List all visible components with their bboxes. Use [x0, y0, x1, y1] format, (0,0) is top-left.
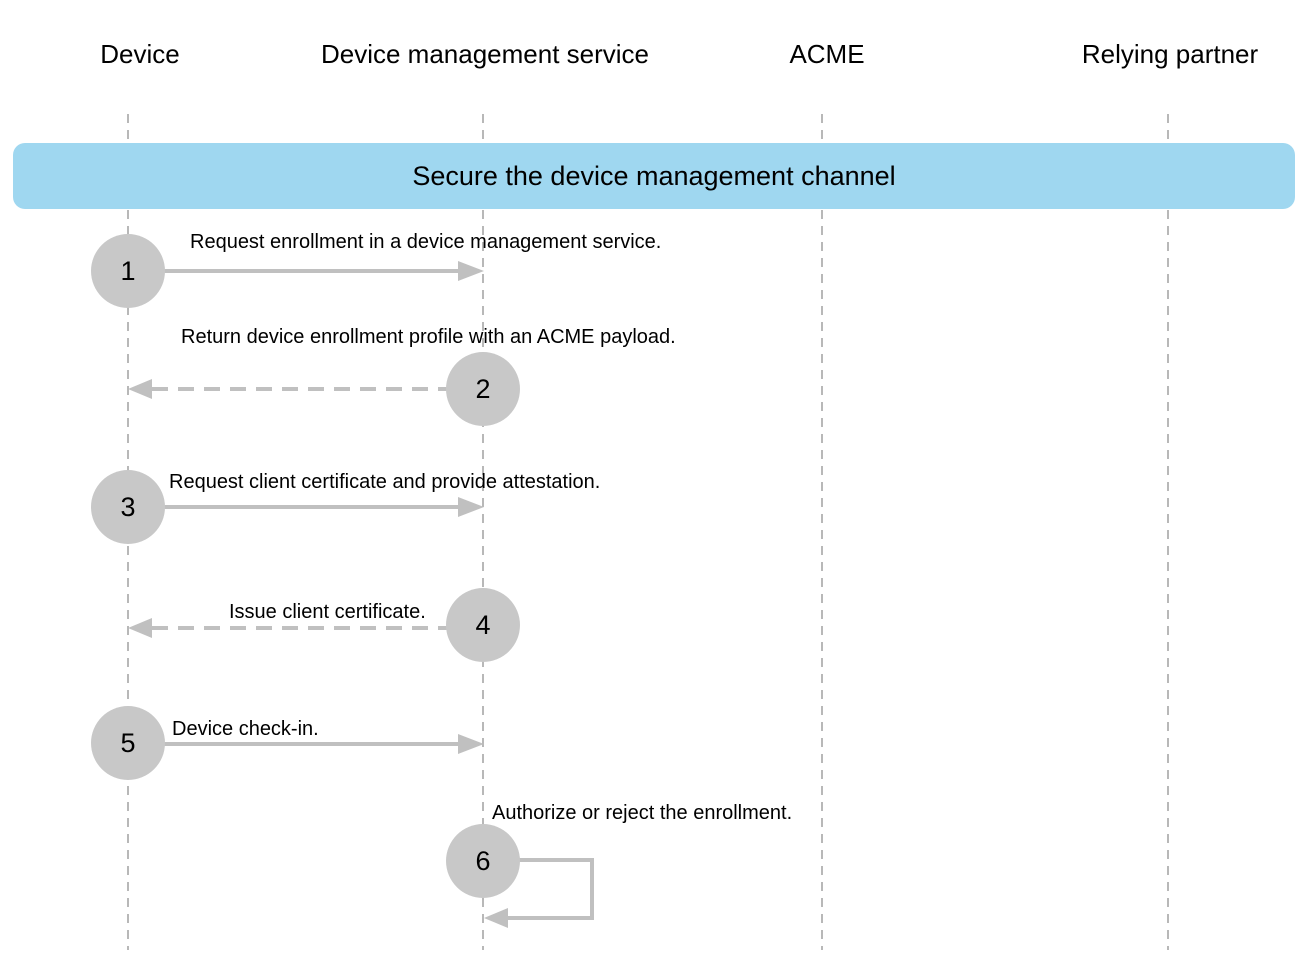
arrowhead-step-5: [458, 734, 484, 754]
message-label-step-1: Request enrollment in a device managemen…: [190, 231, 662, 253]
arrowhead-step-4: [128, 618, 152, 638]
arrow-step-6: [508, 858, 594, 920]
lane-title-device: Device: [100, 38, 180, 69]
message-label-step-5: Device check-in.: [172, 718, 319, 740]
arrowhead-step-2: [128, 379, 152, 399]
arrowhead-step-3: [458, 497, 484, 517]
phase-banner: Secure the device management channel: [13, 143, 1295, 209]
step-badge-5: 5: [91, 706, 165, 780]
arrowhead-step-6: [484, 908, 508, 928]
lane-title-device-management-service: Device management service: [320, 38, 650, 69]
step-badge-1: 1: [91, 234, 165, 308]
message-label-step-2: Return device enrollment profile with an…: [181, 326, 676, 348]
message-label-step-6: Authorize or reject the enrollment.: [492, 802, 793, 824]
message-label-step-4: Issue client certificate.: [229, 601, 426, 623]
step-badge-2: 2: [446, 352, 520, 426]
step-badge-4: 4: [446, 588, 520, 662]
arrowhead-step-1: [458, 261, 484, 281]
lane-title-relying-partner: Relying partner: [1081, 38, 1259, 69]
message-label-step-3: Request client certificate and provide a…: [169, 471, 601, 493]
step-badge-3: 3: [91, 470, 165, 544]
step-badge-6: 6: [446, 824, 520, 898]
lane-title-acme: ACME: [789, 38, 865, 69]
